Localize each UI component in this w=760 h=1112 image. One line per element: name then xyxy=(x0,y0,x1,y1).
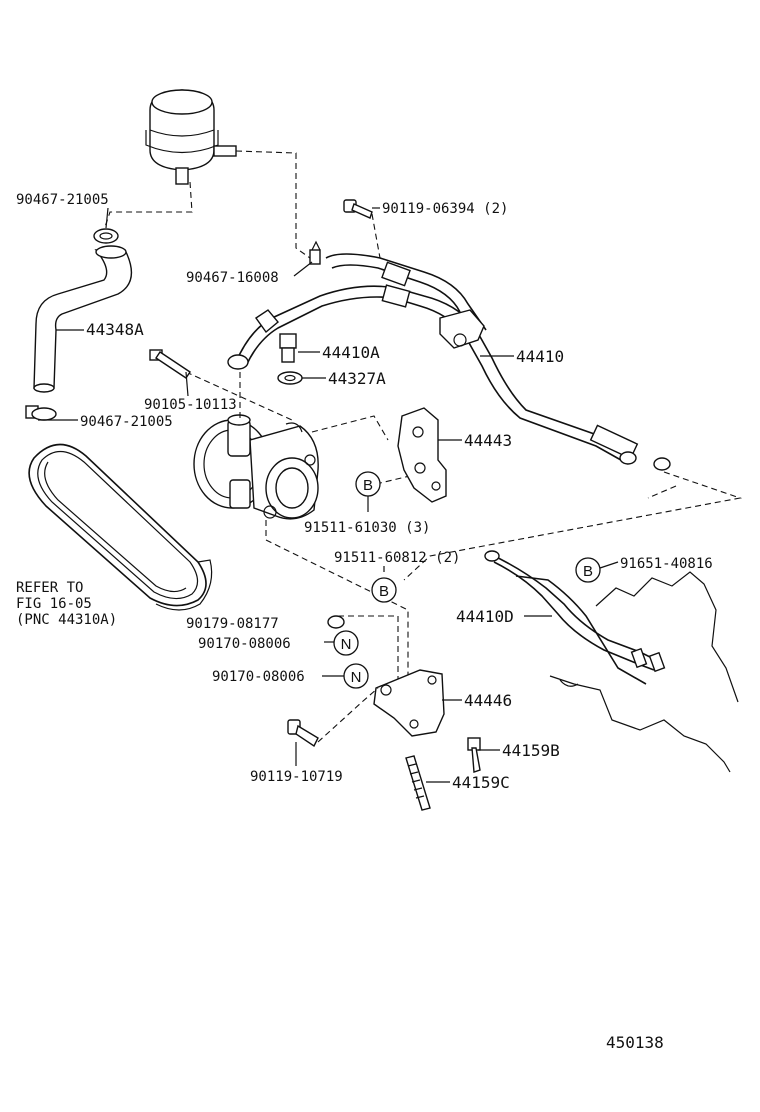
power-steering-pump-illustration xyxy=(193,414,319,520)
label-91651-40816: 91651-40816 xyxy=(620,556,713,572)
figure-number: 450138 xyxy=(606,1033,664,1052)
label-44159b: 44159B xyxy=(502,741,560,760)
bracket-44446-illustration xyxy=(373,669,445,737)
label-90170-08006-b: 90170-08006 xyxy=(212,669,305,685)
bracket-44443-illustration xyxy=(397,407,447,503)
hose-clamp-top-illustration xyxy=(93,228,119,244)
bolt-90119-10719-illustration xyxy=(287,719,319,748)
reference-note-line-3: (PNC 44310A) xyxy=(16,612,117,628)
reference-note-line-1: REFER TO xyxy=(16,580,83,596)
v-belt-illustration xyxy=(28,443,213,611)
label-44410: 44410 xyxy=(516,347,564,366)
label-90119-06394: 90119-06394 (2) xyxy=(382,201,508,217)
return-hose-illustration xyxy=(33,245,133,393)
nut-90179-illustration xyxy=(327,615,345,629)
label-90467-21005-bottom: 90467-21005 xyxy=(80,414,173,430)
label-44443: 44443 xyxy=(464,431,512,450)
svg-text:B: B xyxy=(379,583,389,600)
marker-b-2: B xyxy=(371,577,397,603)
label-91511-60812: 91511-60812 (2) xyxy=(334,550,460,566)
reference-note-line-2: FIG 16-05 xyxy=(16,596,92,612)
hose-clamp-16008-illustration xyxy=(309,240,321,265)
svg-text:N: N xyxy=(341,636,352,653)
label-44446: 44446 xyxy=(464,691,512,710)
marker-b-3: B xyxy=(575,557,601,583)
label-44348a: 44348A xyxy=(86,320,144,339)
marker-b-1: B xyxy=(355,471,381,497)
svg-text:N: N xyxy=(351,669,362,686)
marker-n-1: N xyxy=(333,630,359,656)
steering-gear-housing-illustration xyxy=(549,571,739,773)
marker-n-2: N xyxy=(343,663,369,689)
bolt-90105-illustration xyxy=(149,349,191,379)
bolt-90119-06394-illustration xyxy=(343,199,373,219)
pressure-hose-illustration xyxy=(227,253,671,471)
stud-44159c-illustration xyxy=(405,755,431,811)
label-90467-16008: 90467-16008 xyxy=(186,270,279,286)
label-91511-61030: 91511-61030 (3) xyxy=(304,520,430,536)
svg-text:B: B xyxy=(363,477,373,494)
bolt-44159b-illustration xyxy=(467,737,481,773)
label-90179-08177: 90179-08177 xyxy=(186,616,279,632)
union-bolt-44410a-illustration xyxy=(279,333,297,363)
label-90170-08006-a: 90170-08006 xyxy=(198,636,291,652)
label-90467-21005-top: 90467-21005 xyxy=(16,192,109,208)
return-tube-44410d-illustration xyxy=(484,550,666,685)
label-44410d: 44410D xyxy=(456,607,514,626)
svg-text:B: B xyxy=(583,563,593,580)
label-90105-10113: 90105-10113 xyxy=(144,397,237,413)
label-90119-10719: 90119-10719 xyxy=(250,769,343,785)
label-44410a: 44410A xyxy=(322,343,380,362)
hose-clamp-bottom-illustration xyxy=(25,405,57,421)
reservoir-tank-illustration xyxy=(145,89,237,185)
gasket-44327a-illustration xyxy=(277,371,303,385)
label-44327a: 44327A xyxy=(328,369,386,388)
leader-lines xyxy=(38,207,619,783)
label-44159c: 44159C xyxy=(452,773,510,792)
